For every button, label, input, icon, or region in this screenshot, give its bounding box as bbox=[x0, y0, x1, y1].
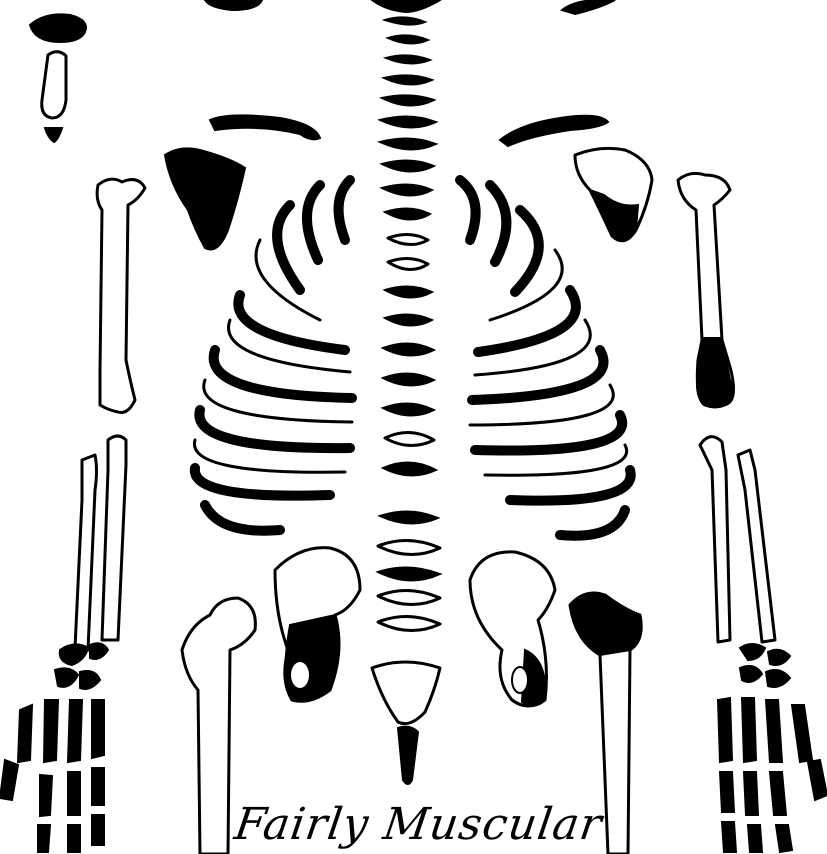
right-femur-head bbox=[570, 593, 641, 655]
right-humerus-shade bbox=[697, 338, 734, 407]
right-obturator-foramen bbox=[512, 667, 528, 693]
left-sesamoid bbox=[45, 128, 62, 142]
upper-right-fragment bbox=[562, 0, 615, 14]
vertebral-column bbox=[378, 17, 440, 630]
left-hand-bones bbox=[0, 643, 108, 852]
left-clavicle bbox=[210, 115, 320, 139]
left-scapula bbox=[165, 148, 245, 249]
left-hip-shade bbox=[285, 615, 339, 701]
left-patella bbox=[30, 14, 86, 42]
figure-caption: Fairly Muscular bbox=[231, 795, 599, 854]
left-radius bbox=[75, 455, 97, 650]
left-humerus bbox=[97, 179, 145, 412]
right-radius bbox=[700, 437, 730, 642]
sacrum bbox=[372, 662, 440, 724]
right-hand-bones bbox=[718, 644, 827, 852]
left-obturator-foramen bbox=[291, 662, 309, 688]
right-ulna bbox=[738, 450, 775, 642]
left-ulna bbox=[102, 436, 126, 640]
right-rib-cage bbox=[460, 180, 631, 536]
right-clavicle bbox=[500, 116, 608, 146]
upper-center-fragment bbox=[372, 0, 440, 12]
left-fibula-fragment bbox=[42, 52, 66, 118]
coccyx bbox=[398, 727, 418, 784]
upper-left-fragment bbox=[205, 0, 262, 10]
